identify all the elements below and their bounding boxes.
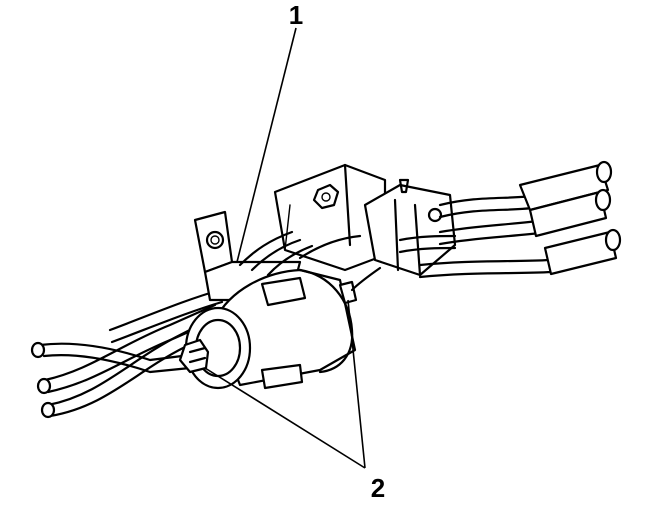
upper-fuel-lines: [238, 230, 362, 277]
callout-2-leader-left: [204, 367, 366, 469]
right-mounting-bracket: [273, 163, 387, 272]
callout-1-label: 1: [289, 0, 303, 30]
fuel-filter: [178, 266, 382, 390]
left-fuel-lines: [30, 288, 230, 419]
callout-1-leader: [236, 27, 297, 263]
right-fuel-lines: [363, 160, 622, 279]
callout-2-leader-right: [347, 299, 366, 469]
callout-2-label: 2: [371, 473, 385, 503]
